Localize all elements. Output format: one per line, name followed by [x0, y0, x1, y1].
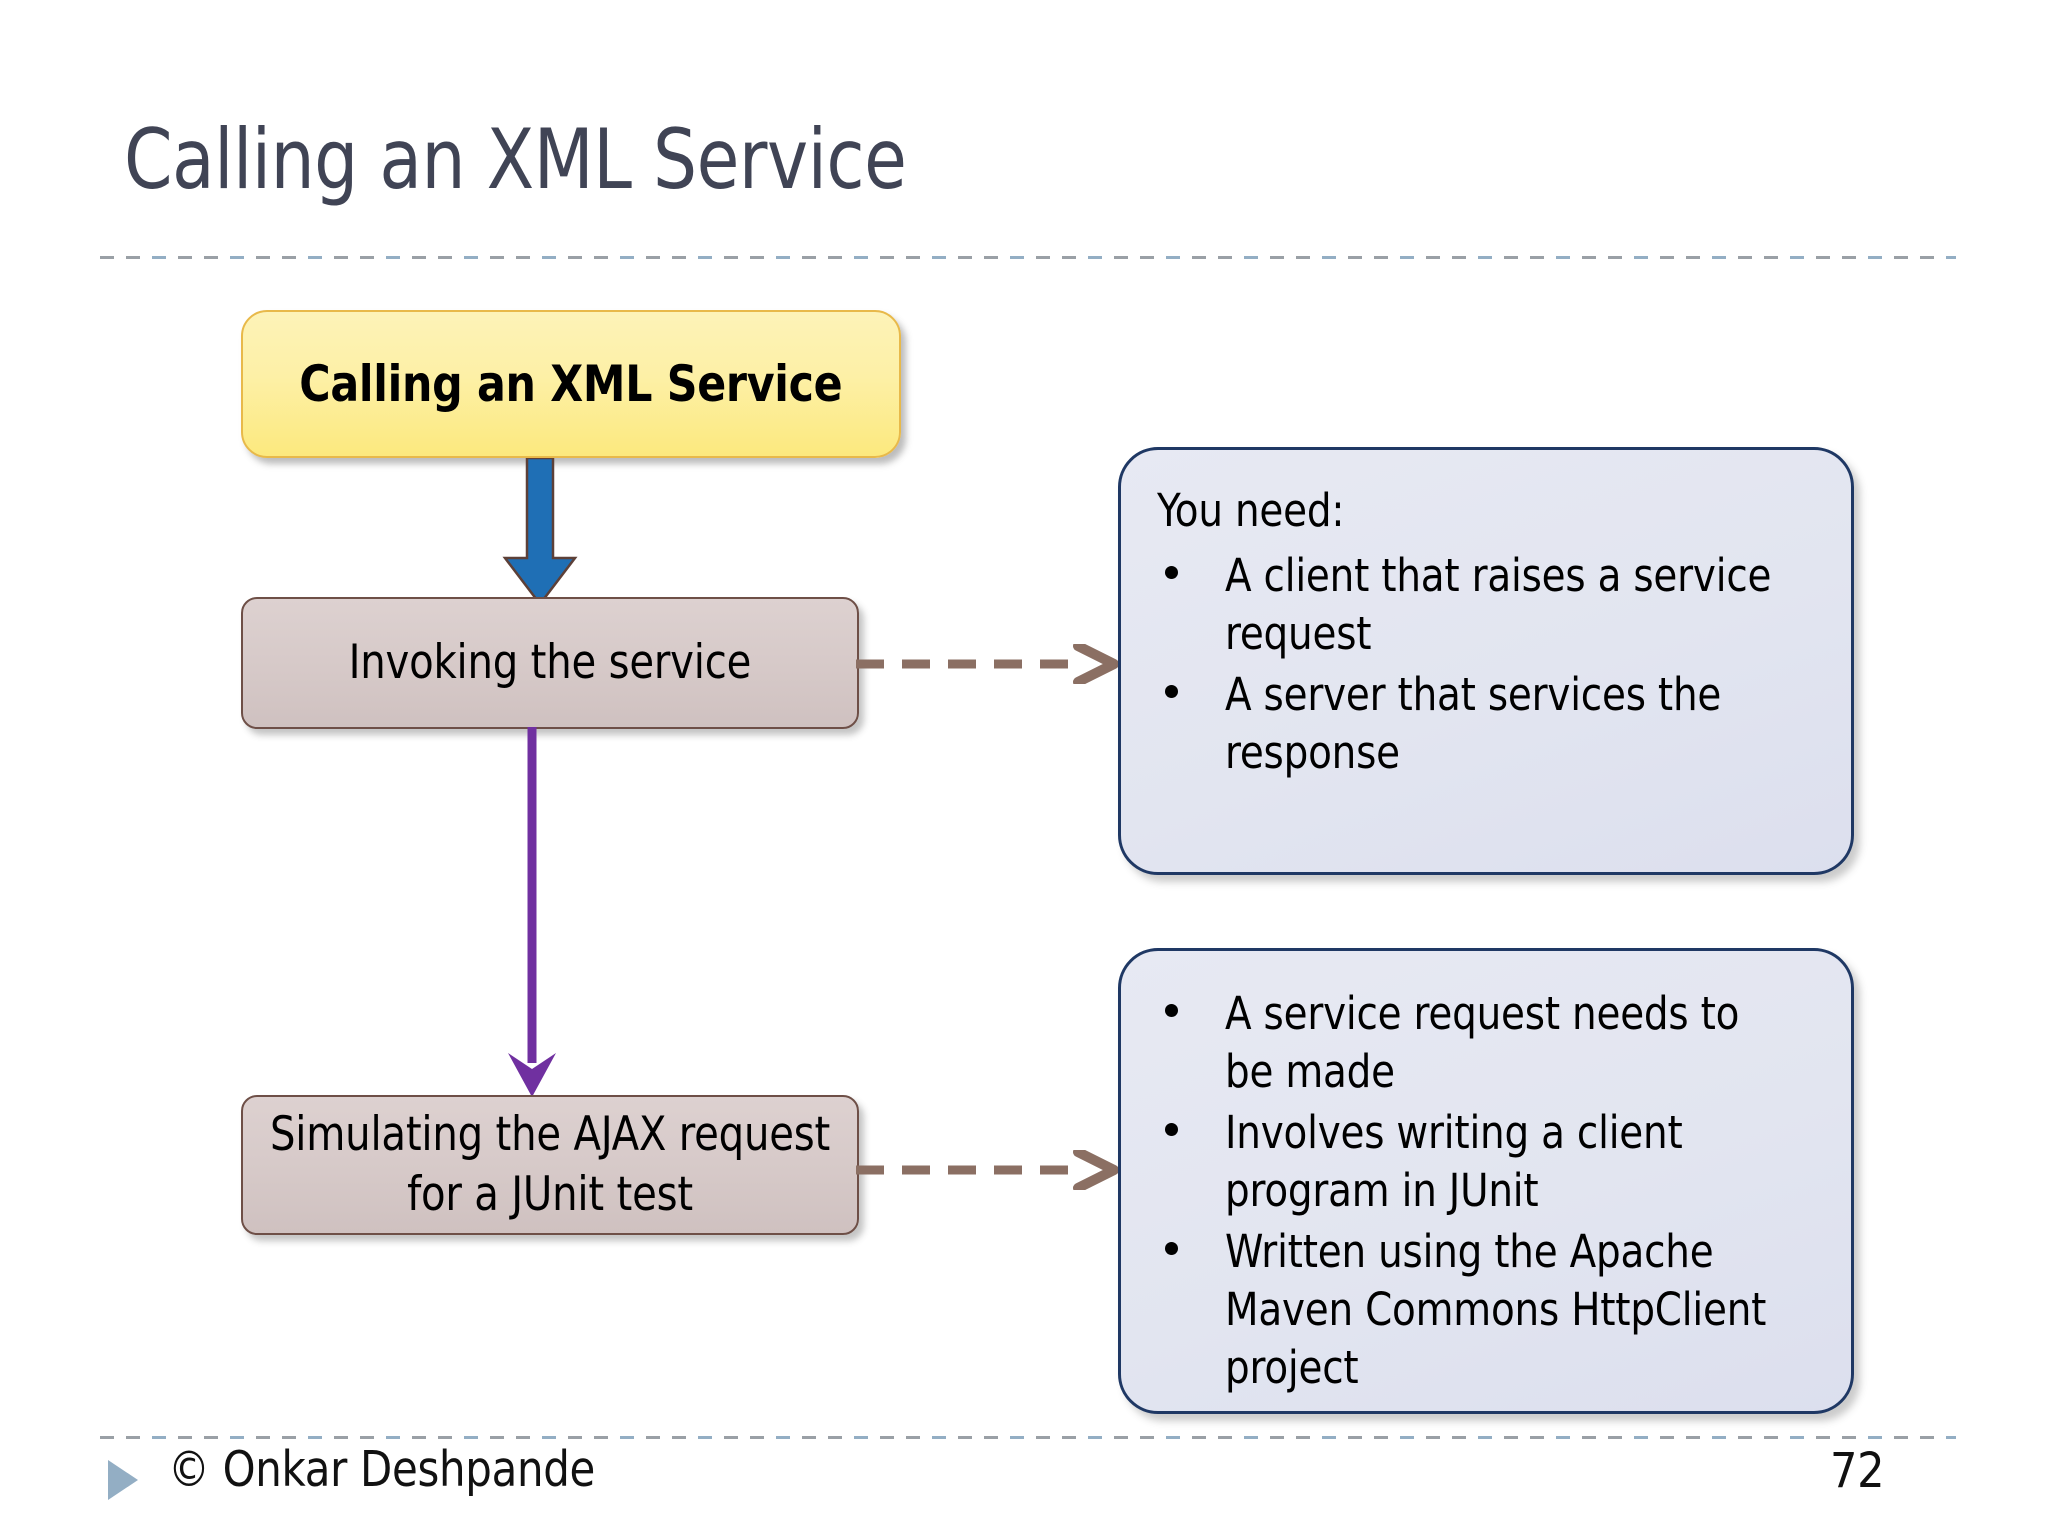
list-item: Written using the Apache Maven Commons H…	[1157, 1223, 1809, 1396]
header-divider	[100, 256, 1956, 259]
callout-you-need[interactable]: You need: A client that raises a service…	[1118, 447, 1854, 875]
step-box-label: Invoking the service	[348, 634, 752, 690]
bullet-dot-icon	[1165, 1123, 1178, 1137]
step-box-label: Simulating the AJAX request for a JUnit …	[269, 1106, 831, 1222]
list-item: A server that services the response	[1157, 666, 1809, 781]
dashed-arrow-bottom-icon	[856, 1147, 1122, 1193]
callout-junit-client[interactable]: A service request needs to be made Invol…	[1118, 948, 1854, 1414]
list-item: A service request needs to be made	[1157, 985, 1809, 1100]
dashed-arrow-top-icon	[856, 641, 1122, 687]
callout-bullet-list: A client that raises a service request A…	[1157, 547, 1809, 781]
footer-credit: © Onkar Deshpande	[168, 1441, 596, 1498]
bullet-dot-icon	[1165, 1242, 1178, 1256]
page-title: Calling an XML Service	[124, 111, 907, 208]
list-item: A client that raises a service request	[1157, 547, 1809, 662]
process-box-label: Calling an XML Service	[299, 355, 843, 413]
footer-divider	[100, 1436, 1956, 1439]
process-box-calling-an-xml-service[interactable]: Calling an XML Service	[241, 310, 901, 458]
blue-down-arrow-icon	[497, 456, 583, 610]
bullet-dot-icon	[1165, 1003, 1178, 1017]
callout-lead: You need:	[1157, 484, 1345, 537]
triangle-right-icon	[108, 1460, 138, 1500]
bullet-dot-icon	[1165, 565, 1178, 579]
callout-bullet-list: A service request needs to be made Invol…	[1157, 985, 1809, 1396]
page-number: 72	[1830, 1443, 1885, 1499]
list-item: Involves writing a client program in JUn…	[1157, 1104, 1809, 1219]
bullet-dot-icon	[1165, 685, 1178, 699]
step-box-simulating-the-ajax-request[interactable]: Simulating the AJAX request for a JUnit …	[241, 1095, 859, 1235]
step-box-invoking-the-service[interactable]: Invoking the service	[241, 597, 859, 729]
purple-down-arrow-icon	[500, 727, 564, 1099]
